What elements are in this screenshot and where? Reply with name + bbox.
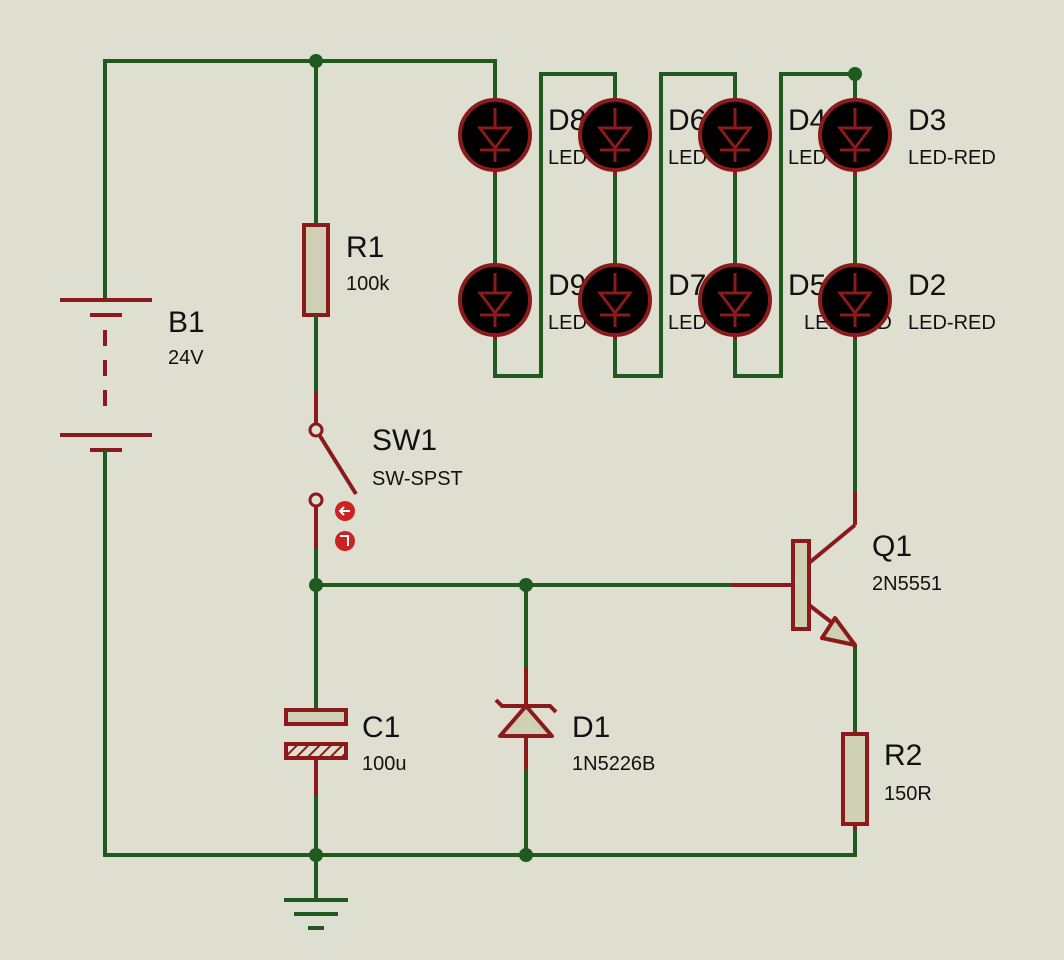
switch-close-button[interactable] — [335, 501, 355, 521]
r1-ref-label: R1 — [346, 231, 384, 264]
zener-diode-d1[interactable]: D1 1N5226B — [494, 668, 655, 775]
c1-value-label: 100u — [362, 753, 407, 775]
ground-symbol — [284, 898, 348, 930]
r1-value-label: 100k — [346, 273, 390, 295]
junction-dot — [519, 578, 533, 592]
b1-value-label: 24V — [168, 347, 204, 369]
c1-ref-label: C1 — [362, 711, 400, 744]
d1-ref-label: D1 — [572, 711, 610, 744]
led-d2-ref-label: D2 — [908, 269, 946, 302]
r2-value-label: 150R — [884, 783, 932, 805]
led-d2-value-label: LED-RED — [908, 312, 996, 334]
led-d3-value-label: LED-RED — [908, 147, 996, 169]
b1-ref-label: B1 — [168, 306, 205, 339]
junction-dot — [848, 67, 862, 81]
junction-dot — [309, 54, 323, 68]
q1-ref-label: Q1 — [872, 530, 912, 563]
junction-dot — [309, 848, 323, 862]
resistor-r1[interactable]: R1 100k — [302, 190, 390, 348]
junction-dot — [519, 848, 533, 862]
switch-open-button[interactable] — [335, 531, 355, 551]
led-d3-ref-label: D3 — [908, 104, 946, 137]
sw1-ref-label: SW1 — [372, 424, 437, 457]
r2-ref-label: R2 — [884, 739, 922, 772]
junction-dot — [309, 578, 323, 592]
led-d3[interactable]: D3 LED-RED — [818, 98, 996, 175]
q1-value-label: 2N5551 — [872, 573, 942, 595]
d1-value-label: 1N5226B — [572, 753, 655, 775]
resistor-r2[interactable]: R2 150R — [841, 705, 932, 830]
capacitor-c1[interactable]: C1 100u — [284, 677, 407, 795]
led-d2[interactable]: D2 LED-RED — [818, 263, 996, 340]
battery-b1[interactable]: B1 24V — [60, 268, 205, 485]
transistor-q1[interactable]: Q1 2N5551 — [732, 492, 942, 648]
sw1-value-label: SW-SPST — [372, 468, 463, 490]
switch-sw1[interactable]: SW1 SW-SPST — [308, 392, 463, 551]
wires — [103, 59, 857, 902]
junction-dots — [309, 54, 862, 862]
